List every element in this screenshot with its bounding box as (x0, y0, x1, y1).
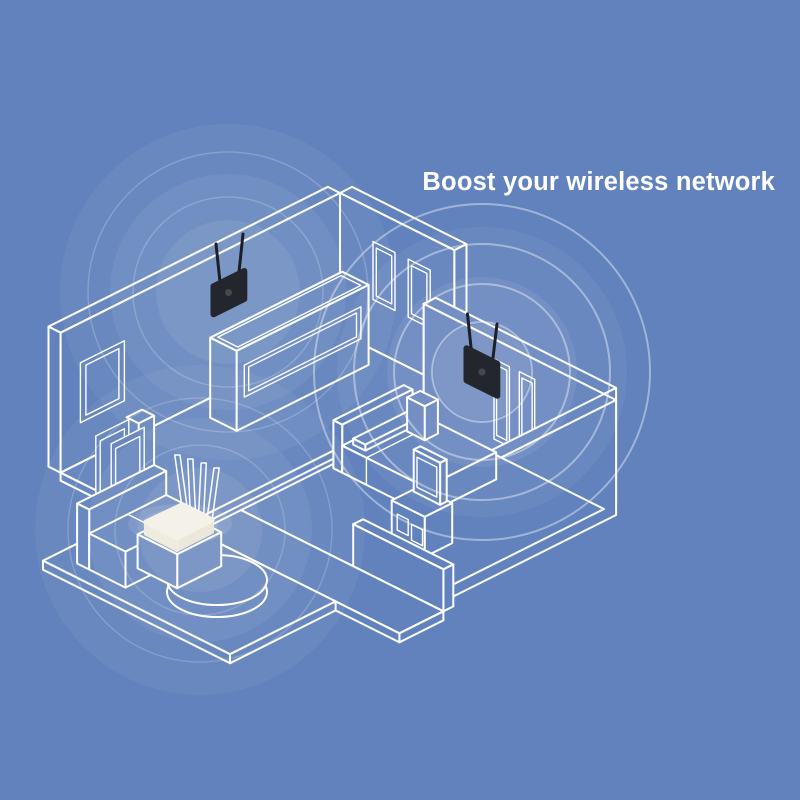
wireframe-line (79, 340, 126, 424)
wireframe-line (442, 563, 455, 613)
signal-ring (393, 283, 571, 461)
wireframe-line (396, 513, 409, 537)
wireframe-line (410, 523, 424, 547)
wireframe-line (406, 396, 426, 442)
wireframe-line (495, 364, 508, 442)
antenna-icon (466, 312, 473, 354)
router-base-top (143, 502, 215, 541)
headline: Boost your wireless network (422, 168, 775, 196)
wireframe-line (412, 448, 442, 506)
wireframe-line (372, 240, 396, 312)
wireframe-line (332, 419, 344, 474)
wireframe-line (88, 532, 127, 589)
wireframe-line (248, 312, 358, 392)
wireframe-line (416, 456, 438, 498)
wifi-extender-2 (463, 312, 501, 399)
signal-ring (431, 321, 533, 423)
signal-ring (313, 203, 651, 541)
wifi-router (128, 454, 232, 552)
wireframe-line (217, 274, 362, 348)
antenna-icon (214, 242, 222, 284)
signal-ring (353, 243, 611, 501)
signal-ring (87, 151, 369, 433)
indicator-light (478, 368, 486, 376)
wireframe-line (76, 502, 91, 571)
apartment-wireframe (42, 185, 618, 665)
signal-ring (67, 397, 333, 663)
wireframe-line (136, 533, 179, 590)
wireframe-line (209, 336, 238, 432)
antenna-icon (491, 322, 499, 364)
wireframe-line (375, 247, 393, 305)
wireframe-line (352, 437, 367, 452)
wireframe-line (243, 306, 362, 398)
wifi-extender-1 (210, 232, 248, 318)
antenna-icon (237, 232, 245, 274)
wireframe-line (85, 347, 120, 416)
wifi-signal-ripples (35, 124, 651, 695)
wireframe-line (42, 559, 231, 665)
indicator-light (225, 289, 232, 296)
signal-ring (114, 444, 286, 616)
signal-ring (132, 196, 324, 388)
